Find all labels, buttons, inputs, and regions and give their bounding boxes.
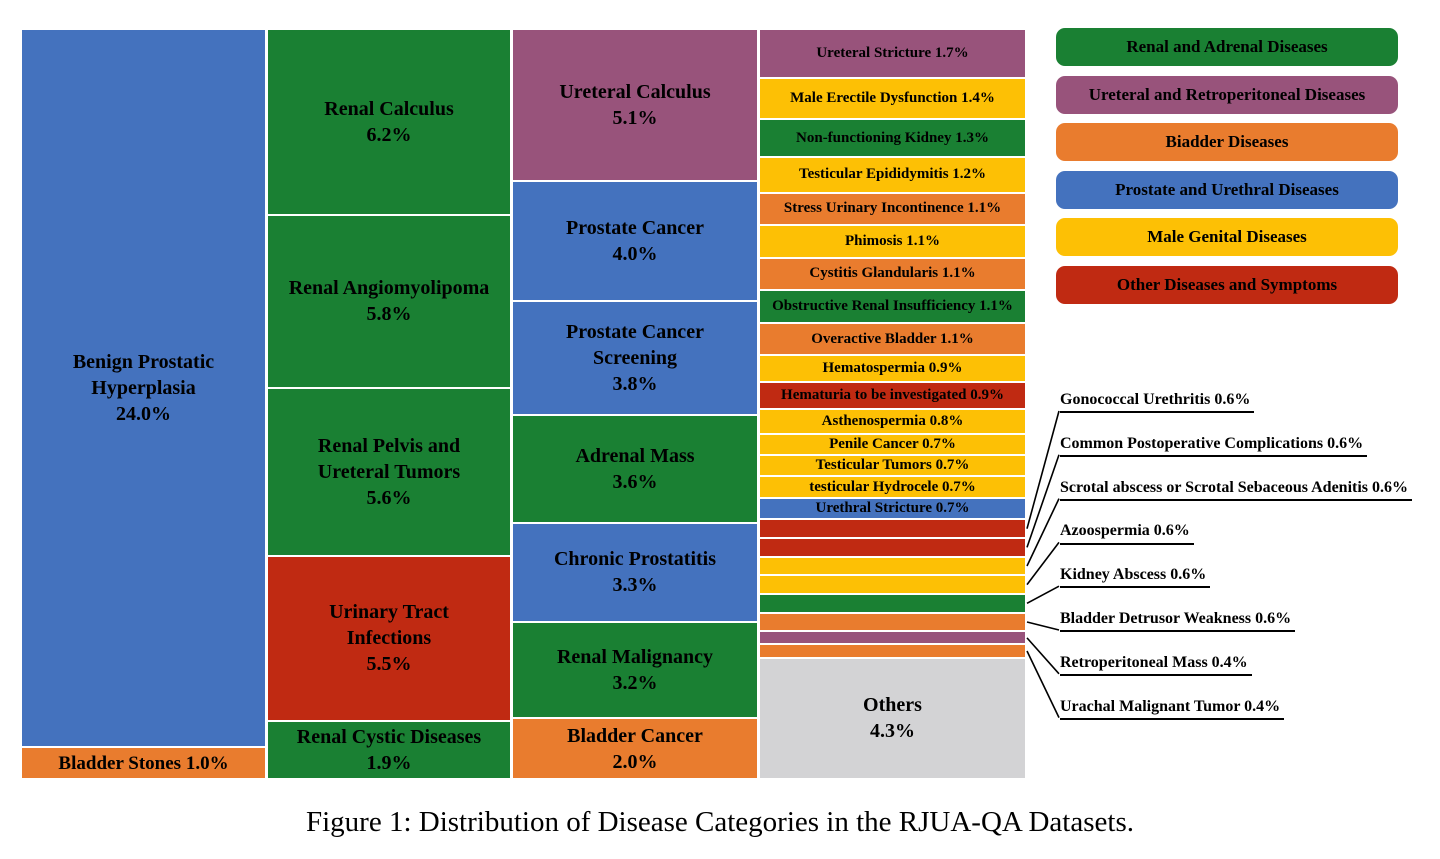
block-label: Others	[863, 694, 922, 717]
block-label: Renal Malignancy	[556, 646, 714, 668]
annotation-label: Retroperitoneal Mass 0.4%	[1060, 653, 1252, 676]
block-label: Adrenal Mass	[575, 444, 695, 467]
treemap-block: Ureteral Stricture 1.7%	[760, 30, 1025, 78]
treemap-block: Prostate Cancer 4.0%	[513, 182, 757, 300]
treemap-block: Bladder Cancer 2.0%	[513, 719, 757, 778]
treemap-block: Asthenospermia 0.8%	[760, 410, 1025, 433]
block-value: 6.2%	[366, 123, 412, 146]
treemap-block: Renal Angiomyolipoma 5.8%	[268, 215, 510, 388]
block-value: 5.6%	[366, 487, 412, 510]
block-label: Renal Cystic Diseases	[296, 725, 482, 748]
treemap-block	[760, 645, 1025, 657]
treemap-block: Renal Pelvis and Ureteral Tumors 5.6%	[268, 389, 510, 555]
block-label: Prostate Cancer	[566, 217, 704, 240]
annotation-label: Urachal Malignant Tumor 0.4%	[1060, 697, 1285, 720]
block-value: 1.9%	[366, 751, 412, 774]
block-value: 5.1%	[612, 107, 658, 130]
figure-caption: Figure 1: Distribution of Disease Catego…	[306, 806, 1134, 838]
leader-line	[1026, 541, 1060, 586]
treemap-block: Renal Calculus 6.2%	[268, 30, 510, 214]
treemap-block: Benign Prostatic Hyperplasia 24.0%	[22, 30, 265, 747]
annotation-label: Scrotal abscess or Scrotal Sebaceous Ade…	[1060, 478, 1413, 501]
treemap-block	[760, 595, 1025, 612]
treemap-block: Ureteral Calculus 5.1%	[513, 30, 757, 181]
annotation-label: Azoospermia 0.6%	[1060, 521, 1194, 545]
treemap-block: Stress Urinary Incontinence 1.1%	[760, 193, 1025, 225]
block-label: Ureteral Calculus	[559, 81, 711, 104]
leader-line	[1026, 621, 1060, 631]
treemap-block	[760, 520, 1025, 537]
treemap-block: Hematuria to be investigated 0.9%	[760, 383, 1025, 409]
legend-item: Prostate and Urethral Diseases	[1056, 170, 1398, 209]
block-label: Renal Calculus	[324, 97, 454, 120]
treemap-block: Cystitis Glandularis 1.1%	[760, 258, 1025, 290]
treemap-block: Penile Cancer 0.7%	[760, 434, 1025, 454]
legend-item: Other Diseases and Symptoms	[1056, 265, 1398, 304]
legend-item: Renal and Adrenal Diseases	[1056, 28, 1398, 66]
leader-line	[1026, 498, 1060, 567]
block-label: Renal Pelvis and Ureteral Tumors	[317, 435, 461, 484]
leader-line	[1026, 454, 1060, 548]
block-value: 3.2%	[612, 672, 658, 694]
treemap-block	[760, 613, 1025, 631]
annotation-label: Gonococcal Urethritis 0.6%	[1060, 390, 1255, 414]
block-label: Chronic Prostatitis	[553, 548, 717, 571]
treemap-block: Testicular Epididymitis 1.2%	[760, 158, 1025, 192]
block-value: 3.8%	[612, 372, 658, 395]
treemap-block: Prostate Cancer Screening 3.8%	[513, 301, 757, 414]
annotation-label: Common Postoperative Complications 0.6%	[1060, 434, 1368, 457]
block-value: 4.0%	[612, 243, 658, 266]
treemap-block: Non-functioning Kidney 1.3%	[760, 120, 1025, 157]
treemap-block: Phimosis 1.1%	[760, 226, 1025, 257]
annotation-label: Kidney Abscess 0.6%	[1060, 565, 1211, 589]
treemap-block: Others 4.3%	[760, 658, 1025, 778]
leader-line	[1026, 637, 1060, 675]
block-label: Renal Angiomyolipoma	[288, 277, 490, 300]
block-label: Urinary Tract Infections	[329, 601, 449, 650]
annotation-label: Bladder Detrusor Weakness 0.6%	[1060, 609, 1296, 633]
treemap-block: Urinary Tract Infections 5.5%	[268, 556, 510, 720]
treemap-block: Renal Cystic Diseases 1.9%	[268, 721, 510, 778]
treemap-block: Adrenal Mass 3.6%	[513, 415, 757, 522]
treemap-block: Chronic Prostatitis 3.3%	[513, 523, 757, 621]
treemap-block: Testicular Tumors 0.7%	[760, 456, 1025, 476]
block-label: Bladder Cancer	[567, 724, 703, 747]
block-value: 3.3%	[612, 574, 658, 597]
leader-line	[1026, 410, 1060, 529]
block-value: 3.6%	[612, 470, 658, 493]
block-value: 5.5%	[366, 653, 412, 676]
treemap-block: Urethral Stricture 0.7%	[760, 498, 1025, 519]
block-value: 4.3%	[870, 720, 915, 743]
treemap-block: Overactive Bladder 1.1%	[760, 323, 1025, 355]
treemap-block: Male Erectile Dysfunction 1.4%	[760, 79, 1025, 119]
block-value: 2.0%	[612, 750, 658, 773]
legend-item: Biadder Diseases	[1056, 123, 1398, 161]
leader-line	[1026, 650, 1060, 718]
treemap-block	[760, 576, 1025, 593]
block-label: Prostate Cancer Screening	[566, 320, 704, 369]
treemap-block: Bladder Stones 1.0%	[22, 748, 265, 778]
block-value: 5.8%	[366, 303, 412, 326]
treemap-block: Hematospermia 0.9%	[760, 356, 1025, 382]
block-label: Benign Prostatic Hyperplasia	[72, 351, 215, 400]
treemap-block: Obstructive Renal Insufficiency 1.1%	[760, 291, 1025, 322]
treemap-block	[760, 557, 1025, 575]
treemap-block	[760, 632, 1025, 644]
treemap-block	[760, 539, 1025, 556]
legend-item: Male Genital Diseases	[1056, 218, 1398, 256]
legend-item: Ureteral and Retroperitoneal Diseases	[1056, 75, 1398, 114]
treemap-block: testicular Hydrocele 0.7%	[760, 477, 1025, 497]
leader-line	[1026, 585, 1060, 605]
block-value: 24.0%	[116, 403, 171, 426]
treemap-block: Renal Malignancy 3.2%	[513, 622, 757, 718]
